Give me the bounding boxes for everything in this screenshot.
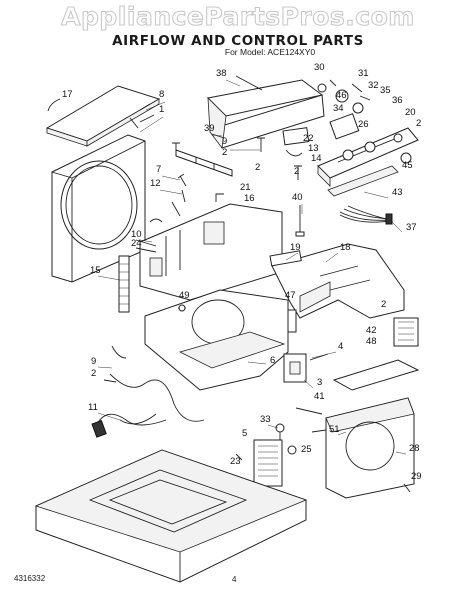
callout-25: 25 xyxy=(301,444,312,455)
callout-11: 11 xyxy=(88,402,98,413)
callout-38: 38 xyxy=(216,68,227,79)
callout-29: 29 xyxy=(411,471,422,482)
filter-part xyxy=(332,317,420,391)
callout-43: 43 xyxy=(392,187,403,198)
callout-21: 21 xyxy=(240,182,251,193)
callout-49: 49 xyxy=(179,290,190,301)
front-grille-part xyxy=(311,397,415,499)
callout-32: 32 xyxy=(368,80,379,91)
callout-20: 20 xyxy=(405,107,416,118)
callout-35: 35 xyxy=(380,85,391,96)
insulation-strip-part xyxy=(118,255,130,313)
control-bracket-part xyxy=(206,75,325,157)
callout-2: 2 xyxy=(91,368,96,379)
callout-2: 2 xyxy=(255,162,260,173)
support-rail-part xyxy=(175,149,233,177)
callout-17: 17 xyxy=(62,89,73,100)
callout-24: 24 xyxy=(131,238,142,249)
callout-5: 5 xyxy=(242,428,247,439)
mounting-screws xyxy=(171,137,305,237)
wire-harness-part xyxy=(339,205,393,225)
center-partition-part xyxy=(135,193,283,301)
callout-18: 18 xyxy=(340,242,351,253)
callout-42: 42 xyxy=(366,325,377,336)
top-deflector-part xyxy=(45,85,161,147)
callout-12: 12 xyxy=(150,178,161,189)
callout-10: 10 xyxy=(131,229,142,240)
callout-16: 16 xyxy=(244,193,255,204)
switch-bracket-part xyxy=(283,353,329,415)
callout-36: 36 xyxy=(392,95,403,106)
callout-37: 37 xyxy=(406,222,417,233)
callout-31: 31 xyxy=(358,68,369,79)
callout-2: 2 xyxy=(416,118,421,129)
callout-22: 22 xyxy=(303,133,314,144)
callout-13: 13 xyxy=(308,143,319,154)
callout-7: 7 xyxy=(156,164,161,175)
callout-9: 9 xyxy=(91,356,96,367)
callout-1: 1 xyxy=(159,104,164,115)
callout-26: 26 xyxy=(358,119,369,130)
base-pan-part xyxy=(34,449,308,583)
air-duct-part xyxy=(269,243,405,333)
callout-28: 28 xyxy=(409,443,420,454)
callout-47: 47 xyxy=(285,290,296,301)
control-panel-strip-part xyxy=(317,79,419,197)
callout-3: 3 xyxy=(317,377,322,388)
fan-orifice-panel-part xyxy=(51,114,155,283)
callout-39: 39 xyxy=(204,123,215,134)
callout-2: 2 xyxy=(381,299,386,310)
callout-51: 51 xyxy=(329,424,340,435)
power-cord-part xyxy=(91,345,205,438)
leader-lines xyxy=(97,79,407,455)
watermark: AppliancePartsPros.com xyxy=(61,1,415,31)
heater-element-part xyxy=(235,423,411,493)
callout-46: 46 xyxy=(336,90,347,101)
callout-34: 34 xyxy=(333,103,344,114)
callout-2: 2 xyxy=(294,166,299,177)
callout-30: 30 xyxy=(314,62,325,73)
diagram-title: AIRFLOW AND CONTROL PARTS xyxy=(112,33,364,49)
base-scroll-part xyxy=(144,289,289,391)
callout-15: 15 xyxy=(90,265,101,276)
callout-19: 19 xyxy=(290,242,301,253)
callout-40: 40 xyxy=(292,192,303,203)
callout-33: 33 xyxy=(260,414,271,425)
callout-23: 23 xyxy=(230,456,241,467)
page-number: 4 xyxy=(232,575,237,584)
callout-2: 2 xyxy=(222,147,227,158)
callout-4: 4 xyxy=(338,341,343,352)
callout-9: 9 xyxy=(222,136,227,147)
diagram-code: 4316332 xyxy=(14,574,46,583)
callout-14: 14 xyxy=(311,153,322,164)
callout-48: 48 xyxy=(366,336,377,347)
callout-41: 41 xyxy=(314,391,325,402)
callout-8: 8 xyxy=(159,89,164,100)
model-line: For Model: ACE124XY0 xyxy=(224,47,316,57)
callout-6: 6 xyxy=(270,355,275,366)
callout-45: 45 xyxy=(402,160,413,171)
